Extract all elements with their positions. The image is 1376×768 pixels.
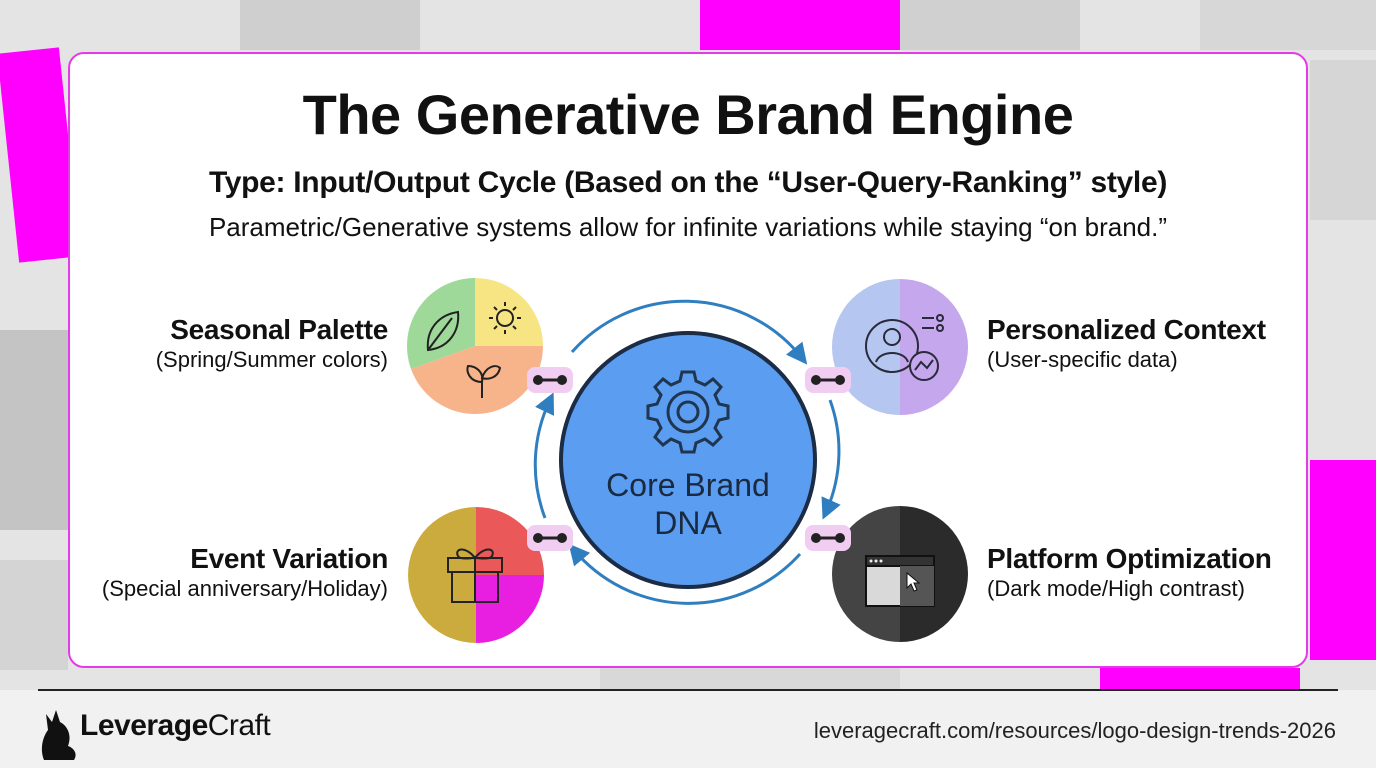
event-variation-node xyxy=(408,507,544,643)
sprout-icon xyxy=(466,364,502,398)
gear-icon xyxy=(646,370,730,454)
core-brand-line2: DNA xyxy=(654,505,722,541)
footer-divider xyxy=(38,689,1338,691)
brand-name-light: Craft xyxy=(207,709,271,742)
bg-tile xyxy=(0,330,68,530)
platform-optimization-title: Platform Optimization xyxy=(987,543,1272,574)
seasonal-palette-subtitle: (Spring/Summer colors) xyxy=(155,346,388,372)
page-subtitle: Type: Input/Output Cycle (Based on the “… xyxy=(208,166,1168,199)
platform-optimization-subtitle: (Dark mode/High contrast) xyxy=(987,575,1245,601)
brand-logo[interactable]: LeverageCraft xyxy=(80,709,271,743)
user-data-icon xyxy=(865,314,944,381)
page-title: The Generative Brand Engine xyxy=(302,83,1074,146)
bg-tile xyxy=(1310,60,1376,220)
event-variation-label: Event Variation (Special anniversary/Hol… xyxy=(102,542,388,602)
brand-engine-diagram: Core Brand DNA xyxy=(406,278,968,643)
personalized-context-subtitle: (User-specific data) xyxy=(987,346,1178,372)
seasonal-palette-node xyxy=(406,278,543,415)
connector-personalized xyxy=(805,367,851,393)
gift-icon xyxy=(447,548,503,603)
fox-icon xyxy=(41,710,76,760)
connector-event xyxy=(527,525,573,551)
bg-tile xyxy=(1100,668,1300,690)
arrow-right xyxy=(821,399,841,520)
bg-tile xyxy=(1310,460,1376,660)
connector-platform xyxy=(805,525,851,551)
event-variation-title: Event Variation xyxy=(190,543,388,574)
seasonal-palette-title: Seasonal Palette xyxy=(170,314,388,345)
personalized-context-title: Personalized Context xyxy=(987,314,1266,345)
connector-seasonal xyxy=(527,367,573,393)
browser-window-icon xyxy=(865,555,935,607)
footer-bar xyxy=(0,690,1376,768)
bg-tile xyxy=(700,0,900,50)
bg-tile xyxy=(0,560,68,670)
arrow-bottom xyxy=(568,543,802,605)
bg-tile xyxy=(600,668,900,690)
core-brand-line1: Core Brand xyxy=(606,467,770,503)
arrow-top xyxy=(570,299,808,365)
bg-tile xyxy=(900,0,1080,50)
event-variation-subtitle: (Special anniversary/Holiday) xyxy=(101,575,388,601)
seasonal-palette-label: Seasonal Palette (Spring/Summer colors) xyxy=(155,313,389,373)
platform-optimization-node xyxy=(832,506,968,642)
page-description: Parametric/Generative systems allow for … xyxy=(208,212,1168,242)
platform-optimization-label: Platform Optimization (Dark mode/High co… xyxy=(987,542,1272,602)
footer-url[interactable]: leveragecraft.com/resources/logo-design-… xyxy=(813,718,1336,743)
sun-icon xyxy=(489,302,521,334)
cycle-arrows xyxy=(533,299,841,605)
brand-name-bold: Leverage xyxy=(80,709,208,742)
leaf-icon xyxy=(426,310,460,352)
arrow-left xyxy=(533,392,555,519)
bg-tile xyxy=(240,0,420,50)
personalized-context-label: Personalized Context (User-specific data… xyxy=(987,313,1266,373)
personalized-context-node xyxy=(832,279,968,415)
core-brand-dna-node: Core Brand DNA xyxy=(559,331,817,589)
bg-tile xyxy=(1200,0,1376,50)
